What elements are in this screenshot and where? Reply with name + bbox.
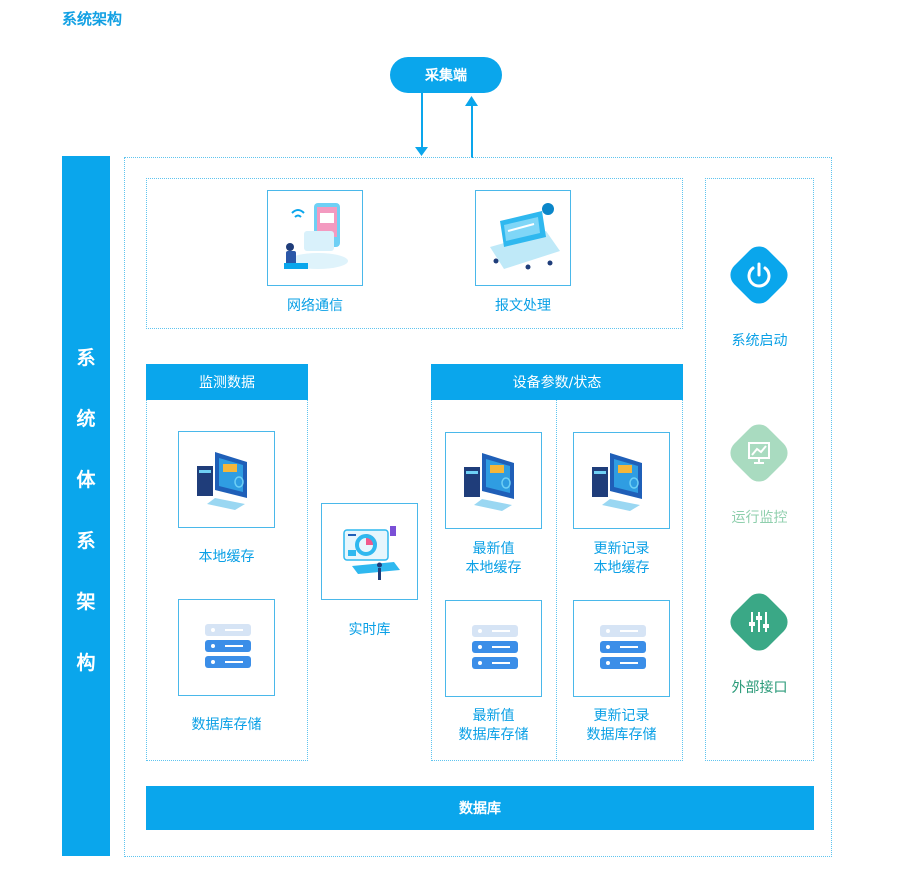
label-line: 数据库存储 <box>458 727 529 743</box>
arrow-up-line <box>471 104 473 158</box>
label-line: 最新值 <box>472 708 515 724</box>
control-panel <box>705 178 814 761</box>
label-line: 本地缓存 <box>593 560 650 576</box>
label-line: 最新值 <box>472 541 515 557</box>
database-bar: 数据库 <box>146 786 814 830</box>
computer-icon <box>197 452 247 510</box>
realtime-dashboard-icon <box>343 526 400 580</box>
label-line: 更新记录 <box>593 708 650 724</box>
monitor-local-cache-label: 本地缓存 <box>198 549 255 565</box>
monitor-db-storage-label: 数据库存储 <box>191 717 262 733</box>
side-title-char: 体 <box>76 469 96 491</box>
power-icon <box>747 262 771 288</box>
external-interface-item[interactable] <box>725 588 793 656</box>
monitor-db-storage-card <box>178 599 275 696</box>
runtime-monitor-label: 运行监控 <box>731 510 788 526</box>
communication-group <box>146 178 683 329</box>
network-card <box>267 190 363 286</box>
latest-local-cache-label: 最新值 本地缓存 <box>437 540 550 578</box>
system-start-item[interactable] <box>725 241 793 309</box>
latest-local-cache-card <box>445 432 542 529</box>
system-start-label: 系统启动 <box>731 333 788 349</box>
realtime-card <box>321 503 418 600</box>
device-header: 设备参数/状态 <box>431 364 683 400</box>
side-title-char: 架 <box>76 591 96 613</box>
message-label: 报文处理 <box>495 298 551 314</box>
monitor-header: 监测数据 <box>146 364 308 400</box>
monitor-local-cache-card <box>178 431 275 528</box>
arrow-up-icon <box>465 96 478 106</box>
sliders-icon <box>749 612 769 632</box>
message-processing-icon <box>490 203 560 270</box>
update-db-storage-card <box>573 600 670 697</box>
device-divider <box>556 400 557 761</box>
network-communication-icon <box>284 203 348 269</box>
arrow-down-line <box>421 93 423 151</box>
message-card <box>475 190 571 286</box>
label-line: 数据库存储 <box>586 727 657 743</box>
side-title-char: 系 <box>76 347 96 369</box>
system-frame <box>124 157 832 857</box>
server-icon <box>472 625 518 669</box>
page-title: 系统架构 <box>62 10 123 28</box>
side-title-char: 构 <box>76 652 96 674</box>
runtime-monitor-item[interactable] <box>725 419 793 487</box>
monitor-icon <box>748 442 770 464</box>
update-local-cache-label: 更新记录 本地缓存 <box>565 540 678 578</box>
arrow-down-icon <box>415 147 428 156</box>
realtime-label: 实时库 <box>348 622 391 638</box>
server-icon <box>205 624 251 668</box>
collector-node: 采集端 <box>390 57 502 93</box>
side-title-char: 统 <box>76 408 96 430</box>
label-line: 更新记录 <box>593 541 650 557</box>
system-architecture-side-title: 系 统 体 系 架 构 <box>62 156 110 856</box>
external-interface-label: 外部接口 <box>731 680 788 696</box>
computer-icon <box>592 453 642 511</box>
computer-icon <box>464 453 514 511</box>
latest-db-storage-card <box>445 600 542 697</box>
update-db-storage-label: 更新记录 数据库存储 <box>565 707 678 745</box>
server-icon <box>600 625 646 669</box>
latest-db-storage-label: 最新值 数据库存储 <box>437 707 550 745</box>
side-title-char: 系 <box>76 530 96 552</box>
update-local-cache-card <box>573 432 670 529</box>
label-line: 本地缓存 <box>465 560 522 576</box>
network-label: 网络通信 <box>287 298 343 314</box>
